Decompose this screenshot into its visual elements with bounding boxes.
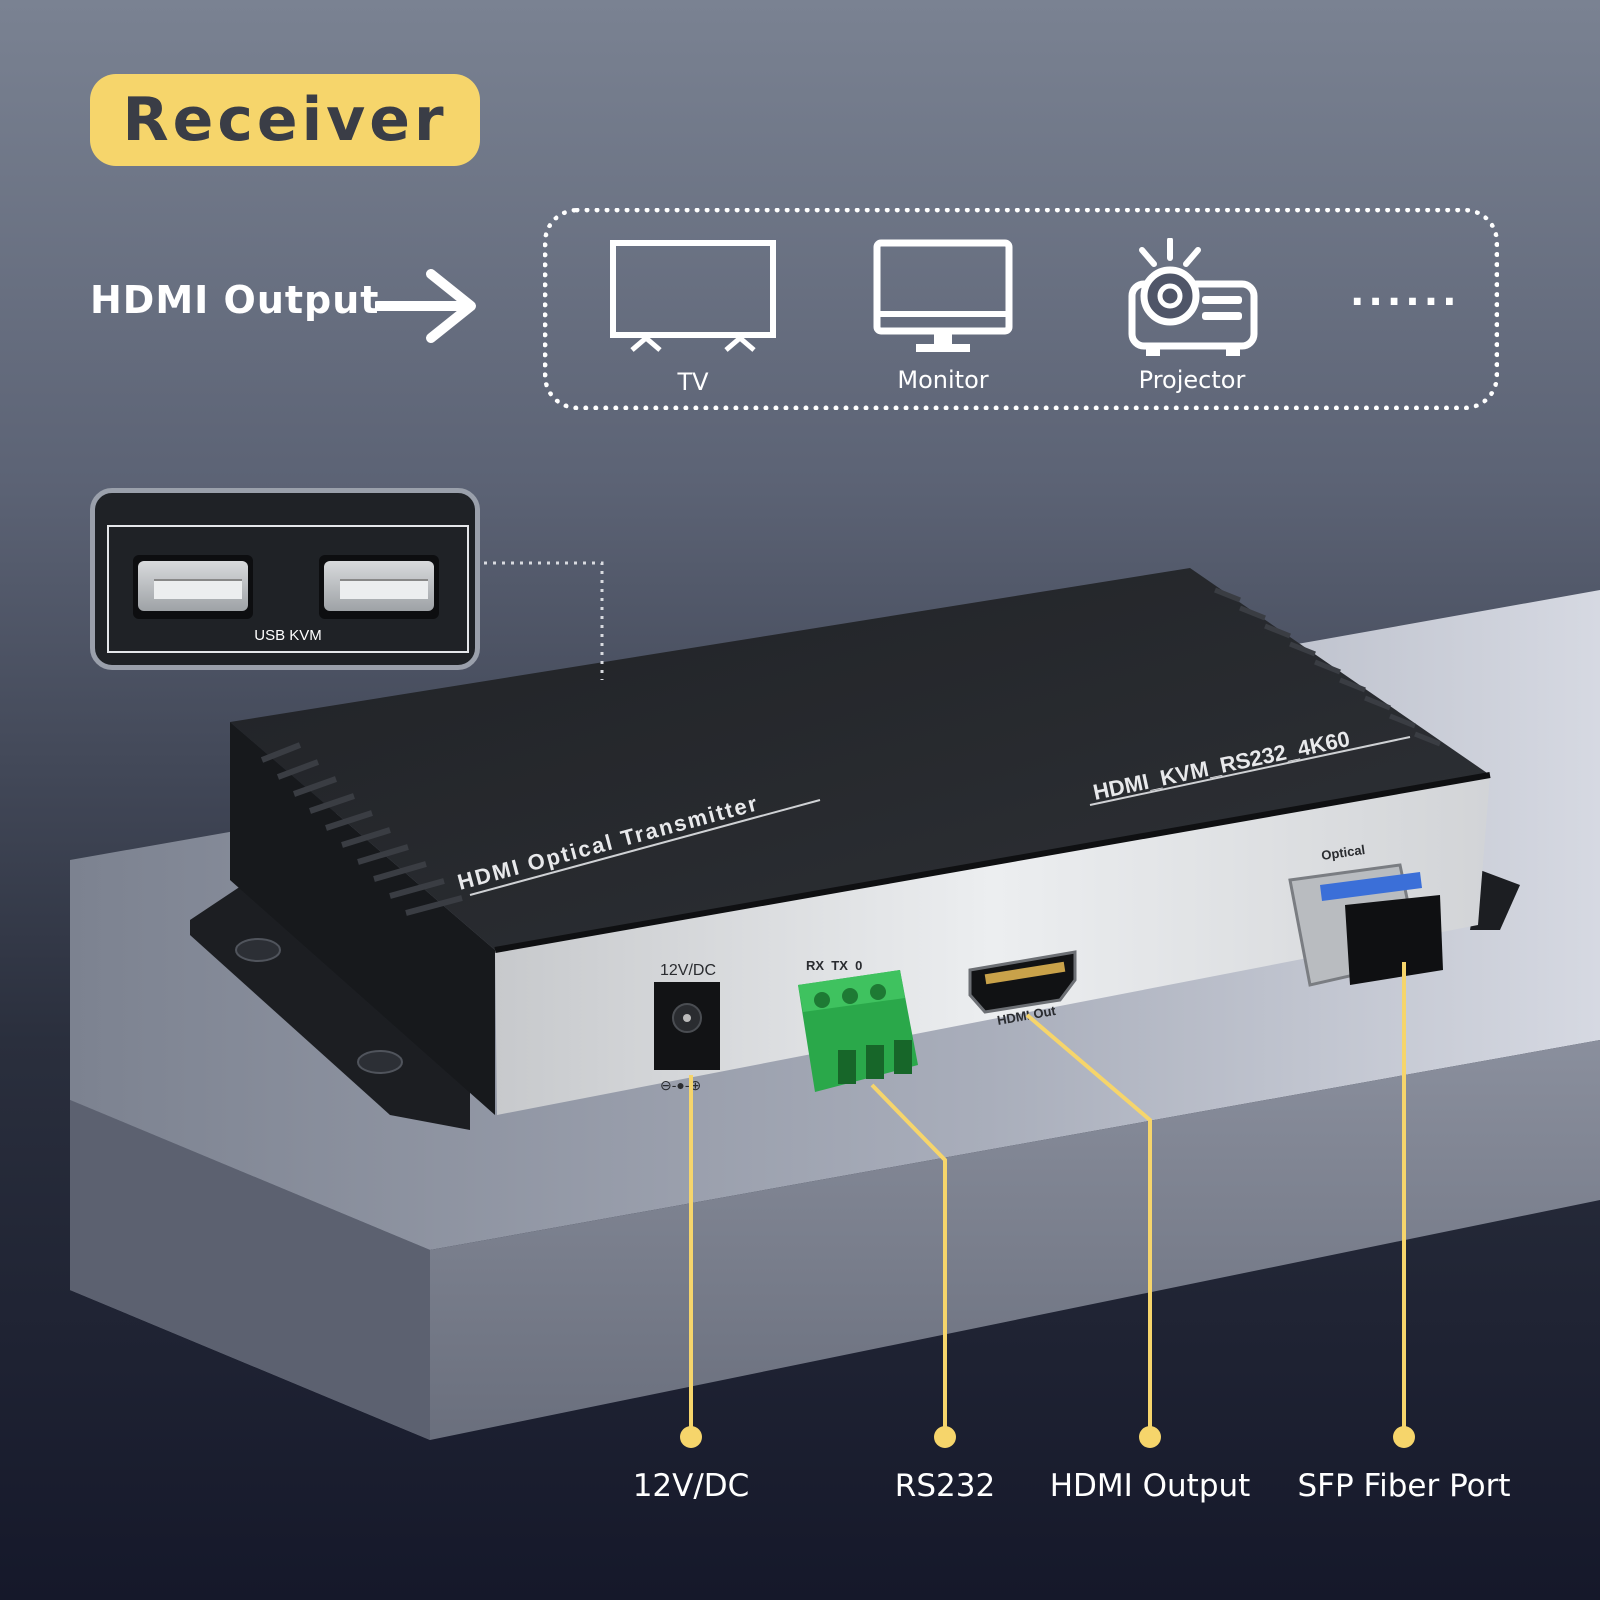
tv-icon — [610, 240, 776, 352]
usb-port-1 — [133, 555, 253, 619]
device-side — [230, 722, 495, 1115]
side-vents — [260, 742, 463, 916]
device-lid — [230, 568, 1490, 950]
more-devices-ellipsis: ...... — [1350, 270, 1461, 314]
optical-port-label: Optical — [1320, 842, 1366, 863]
usb-connector-line — [484, 561, 604, 680]
device-label-projector: Projector — [1138, 366, 1246, 394]
callout-label-power: 12V/DC — [632, 1468, 750, 1504]
rs232-port-label: RX TX 0 — [806, 958, 862, 973]
device-label-tv: TV — [677, 368, 709, 396]
output-devices-box — [543, 208, 1499, 410]
callout-lines — [689, 962, 1406, 1437]
callout-label-hdmi: HDMI Output — [1049, 1468, 1251, 1504]
projector-icon — [1128, 238, 1258, 356]
shelf-side — [70, 1100, 430, 1440]
monitor-icon — [873, 239, 1013, 352]
callout-dots — [680, 1426, 1415, 1448]
sfp-module — [1345, 895, 1443, 985]
svg-text:⊖-●-⊕: ⊖-●-⊕ — [660, 1077, 701, 1093]
lid-vents — [1214, 587, 1441, 747]
power-port-label: 12V/DC — [660, 962, 716, 979]
shelf-front — [70, 1040, 1600, 1440]
device-label-monitor: Monitor — [897, 366, 989, 394]
callout-label-rs232: RS232 — [894, 1468, 996, 1504]
callout-label-sfp: SFP Fiber Port — [1297, 1468, 1511, 1504]
receiver-badge: Receiver — [90, 74, 480, 166]
usb-kvm-panel: USB KVM — [90, 488, 480, 670]
usb-kvm-inner-frame: USB KVM — [107, 525, 469, 653]
device-front-panel — [495, 775, 1490, 1115]
usb-port-2 — [319, 555, 439, 619]
mount-ear-right — [1470, 870, 1520, 930]
usb-kvm-label: USB KVM — [254, 627, 322, 644]
right-arrow-icon — [375, 269, 476, 343]
hdmi-output-heading: HDMI Output — [90, 278, 380, 322]
